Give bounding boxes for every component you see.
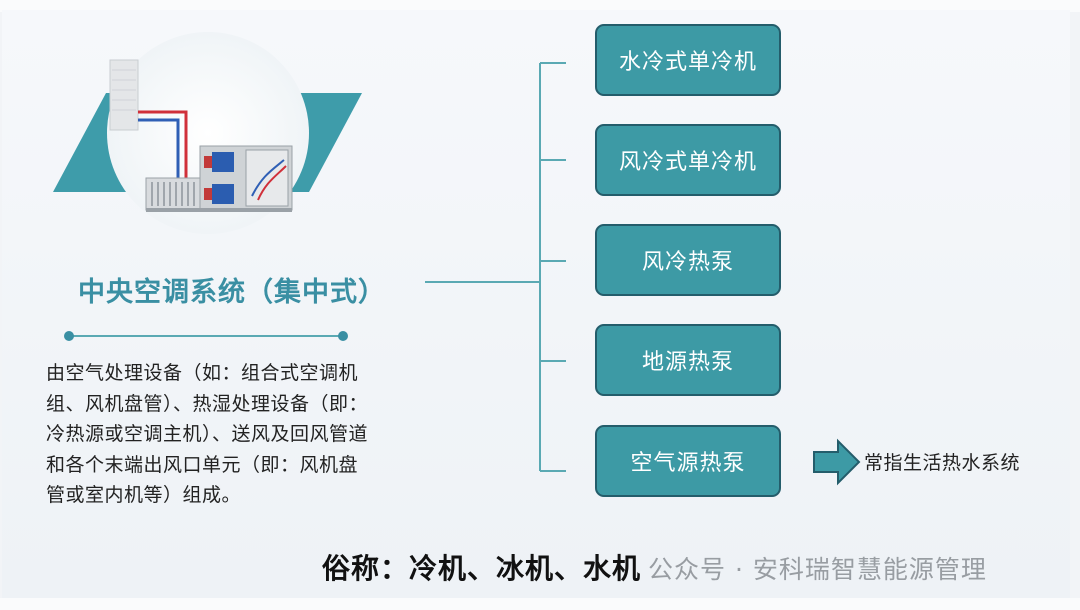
node-air-source-heat-pump: 空气源热泵 xyxy=(595,425,781,497)
fan-upper xyxy=(212,152,234,172)
node-water-cooled-chiller: 水冷式单冷机 xyxy=(595,24,781,96)
fan-lower-motor xyxy=(204,188,212,200)
main-title: 中央空调系统（集中式） xyxy=(78,277,386,308)
nickname-text: 俗称：冷机、冰机、水机 xyxy=(322,552,642,585)
hot-water-note: 常指生活热水系统 xyxy=(864,452,1021,474)
title-divider xyxy=(64,331,348,341)
supply-pipe xyxy=(138,110,188,180)
watermark-text: 公众号 · 安科瑞智慧能源管理 xyxy=(648,555,987,584)
coil-section xyxy=(245,149,289,207)
node-air-cooled-heat-pump: 风冷热泵 xyxy=(595,224,781,296)
fan-upper-motor xyxy=(204,156,212,168)
top-margin xyxy=(0,0,1080,12)
fan-lower xyxy=(212,184,234,204)
description-text: 由空气处理设备（如：组合式空调机组、风机盘管）、热湿处理设备（即：冷热源或空调主… xyxy=(46,362,369,506)
node-air-cooled-chiller: 风冷式单冷机 xyxy=(595,124,781,196)
node-ground-source-heat-pump: 地源热泵 xyxy=(595,324,781,396)
return-pipe xyxy=(138,118,180,182)
right-arrow-icon xyxy=(813,438,861,486)
air-handling-unit-illustration xyxy=(53,32,362,234)
bottom-margin xyxy=(0,598,1080,610)
wall-unit xyxy=(109,59,139,131)
